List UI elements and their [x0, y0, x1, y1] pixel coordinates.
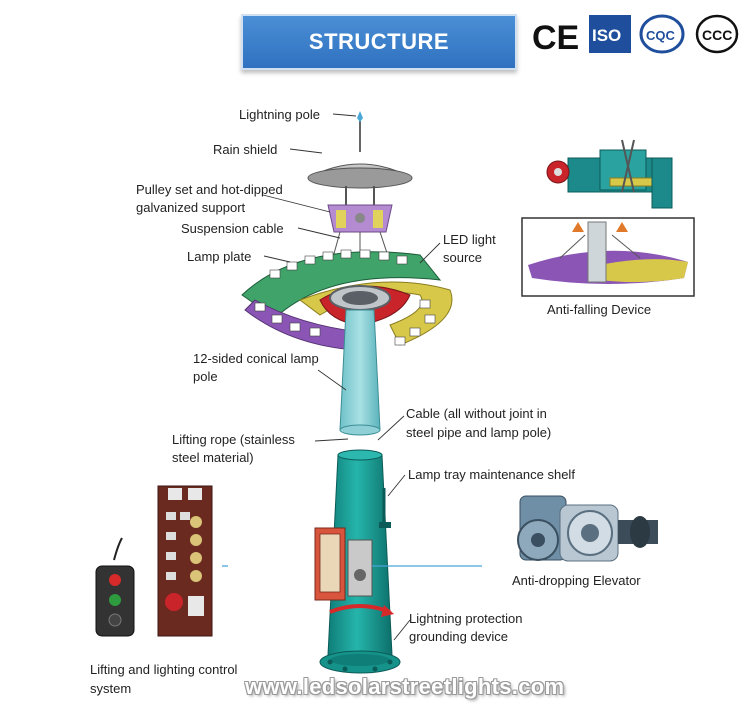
- anti-dropping-elevator-photo: [517, 495, 658, 562]
- website-watermark: www.ledsolarstreetlights.com: [245, 674, 565, 699]
- label-pulley-line1: Pulley set and hot-dipped: [136, 182, 283, 197]
- label-lamp-plate: Lamp plate: [187, 249, 252, 264]
- label-suspension-cable: Suspension cable: [181, 221, 284, 236]
- pulley-set: [327, 204, 393, 233]
- label-rain-shield: Rain shield: [213, 142, 278, 157]
- control-panel-photo: [157, 485, 213, 637]
- label-pulley-line2: galvanized support: [136, 200, 246, 215]
- label-protection-line1: Lightning protection: [409, 611, 523, 626]
- caption-anti-falling: Anti-falling Device: [547, 302, 652, 317]
- pole-access-door: [314, 527, 373, 601]
- label-cable-line2: steel pipe and lamp pole): [406, 425, 552, 440]
- label-rope-line1: Lifting rope (stainless: [172, 432, 295, 447]
- caption-anti-dropping: Anti-dropping Elevator: [512, 573, 641, 588]
- conical-lamp-pole: [339, 309, 381, 436]
- rain-shield: [307, 163, 413, 208]
- label-led-line1: LED light: [443, 232, 496, 247]
- label-maintenance-shelf: Lamp tray maintenance shelf: [408, 467, 575, 482]
- label-led-line2: source: [443, 250, 483, 265]
- label-protection-line2: grounding device: [409, 629, 509, 644]
- lightning-pole: [357, 111, 363, 152]
- label-rope-line2: steel material): [172, 450, 254, 465]
- label-conical-line2: pole: [193, 369, 218, 384]
- page-title: STRUCTURE: [308, 29, 450, 54]
- anti-falling-mechanism: [546, 139, 673, 209]
- label-control-line1: Lifting and lighting control: [90, 662, 238, 677]
- label-lightning-pole: Lightning pole: [239, 107, 320, 122]
- pendant-controller-photo: [95, 537, 135, 637]
- label-control-line2: system: [90, 681, 132, 696]
- label-cable-line1: Cable (all without joint in: [406, 406, 547, 421]
- maintenance-shelf: [379, 488, 391, 528]
- leader-lines: [262, 113, 441, 641]
- anti-falling-inset: [521, 217, 695, 297]
- led-light-source: [254, 249, 436, 346]
- label-conical-line1: 12-sided conical lamp: [193, 351, 319, 366]
- structure-banner: STRUCTURE: [241, 14, 517, 70]
